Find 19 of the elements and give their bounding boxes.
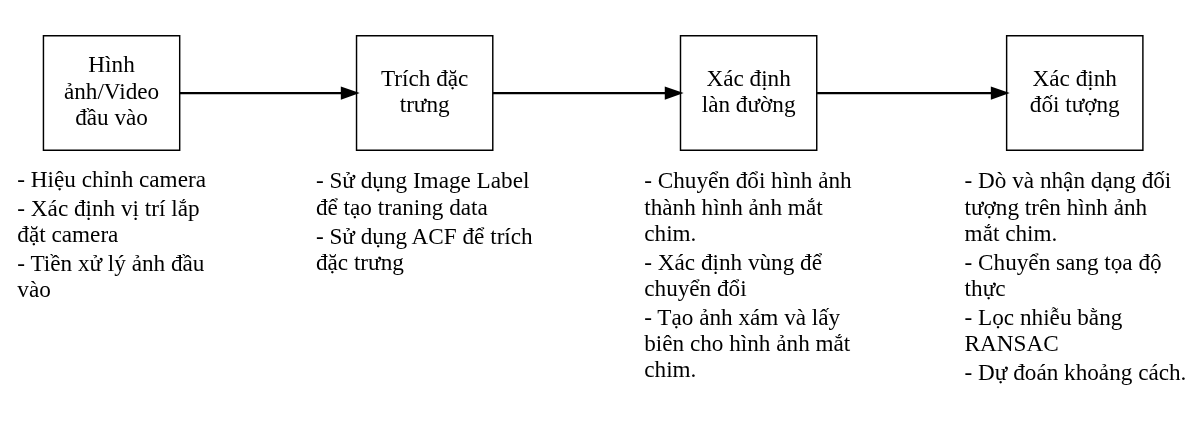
node-label: - Sử dụng Image Label để tạo traning data [315, 166, 530, 220]
node-box: Xác định đối tượng [1005, 34, 1144, 151]
node-label: - Xác định vùng để chuyển đổi [644, 248, 822, 301]
node-label: - Xác định vị trí lắp đặt camera [17, 194, 200, 247]
node-box: Xác định làn đường [679, 34, 818, 151]
node-box: Trích đặc trưng [355, 34, 494, 151]
arrow [493, 85, 684, 100]
node-box: Hình ảnh/Video đầu vào [42, 34, 181, 151]
node-label: - Dò và nhận dạng đối tượng trên hình ảnh mắt chim. [964, 166, 1172, 246]
node-label: - Sử dụng ACF để trích đặc trưng [315, 222, 533, 275]
arrow [817, 85, 1010, 100]
node-label: - Chuyển đổi hình ảnh thành hình ảnh mắt chim. [644, 166, 852, 246]
node-label: - Tạo ảnh xám và lấy biên cho hình ảnh mắt chim. [644, 303, 851, 382]
node-label: - Tiền xử lý ảnh đầu vào [17, 249, 205, 302]
arrow [179, 85, 360, 100]
node-label: - Lọc nhiễu bằng RANSAC [964, 303, 1123, 356]
node-label: - Hiệu chỉnh camera [17, 165, 206, 192]
node-label: - Chuyển sang tọa độ thực [964, 248, 1162, 301]
node-label: - Dự đoán khoảng cách. [964, 358, 1187, 385]
